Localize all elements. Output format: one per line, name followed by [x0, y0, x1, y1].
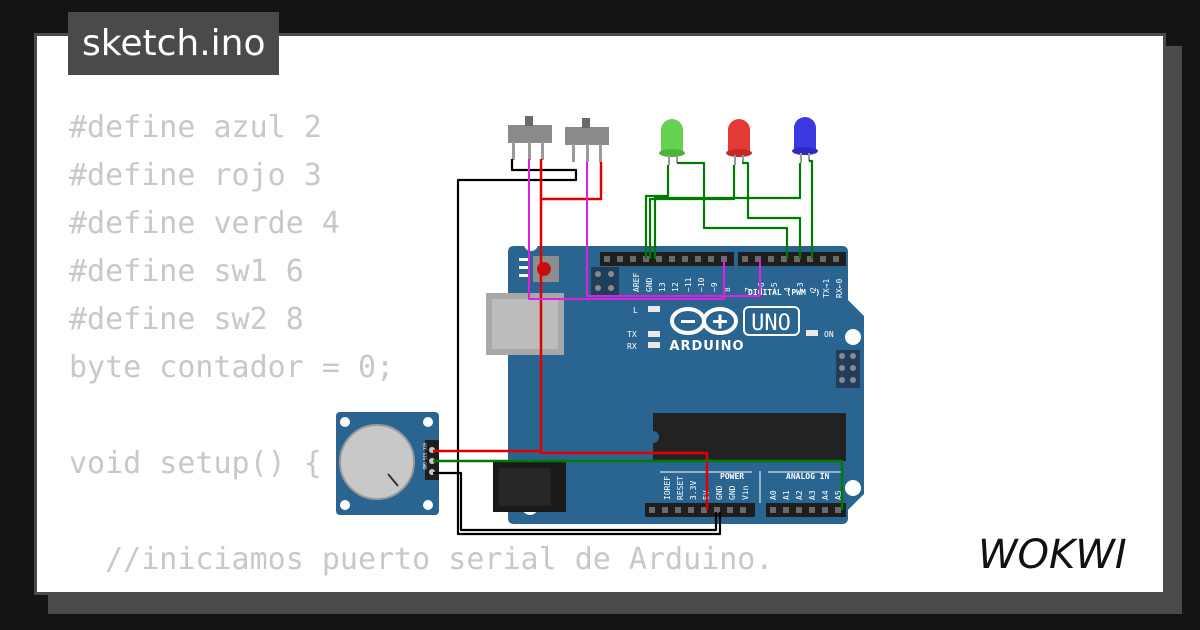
wire-red [539, 199, 709, 510]
pin-label: GND [728, 485, 737, 500]
wire-green [677, 161, 789, 259]
pin-label: 2 [809, 287, 818, 292]
code-line: #define sw2 8 [69, 302, 304, 337]
power-label: POWER [720, 472, 744, 481]
digital-label: DIGITAL (PWM ~) [748, 288, 820, 297]
led-blue[interactable] [792, 117, 818, 163]
pin-label: 8 [723, 287, 732, 292]
code-line: Serial.begin(115200); [69, 584, 773, 592]
led-label-rx: RX [627, 342, 637, 351]
wires [433, 159, 844, 536]
potentiometer[interactable]: VCC SIG GND [336, 412, 439, 515]
pin-label: 12 [671, 282, 680, 292]
wire-green [742, 161, 802, 259]
led-red[interactable] [726, 119, 752, 165]
code-line: void setup() { [69, 446, 322, 481]
pin-label: Vin [741, 485, 750, 500]
wire-green [433, 459, 844, 510]
pin-label: 3.3V [689, 481, 698, 500]
wire-red [539, 159, 603, 201]
wire-green [653, 163, 802, 259]
analog-label: ANALOG IN [786, 472, 830, 481]
pin-label: A3 [808, 490, 817, 500]
code-line: //iniciamos puerto serial de Arduino. [69, 542, 774, 577]
pin-label: IOREF [663, 476, 672, 500]
board-model: UNO [751, 311, 791, 336]
pin-label: RESET [676, 476, 685, 500]
wire-black [456, 159, 722, 536]
pin-label: ~6 [757, 282, 766, 292]
pin-label: 4 [783, 287, 792, 292]
pin-label: A5 [834, 490, 843, 500]
wire-green [809, 159, 814, 259]
digital-header-left [600, 252, 734, 266]
wire-green [644, 165, 670, 259]
pin-label: ~5 [770, 282, 779, 292]
potentiometer-pin-labels: VCC SIG GND [422, 443, 427, 470]
code-line: byte contador = 0; [69, 350, 395, 385]
analog-header [766, 503, 846, 517]
wokwi-logo: WOKWI [978, 532, 1127, 578]
wire-black [433, 471, 718, 532]
code-editor: #define azul 2 #define rojo 3 #define ve… [69, 104, 774, 592]
code-line: #define azul 2 [69, 110, 322, 145]
pin-label: RX←0 [835, 279, 844, 298]
power-header [645, 503, 755, 517]
pin-label: A0 [769, 490, 778, 500]
code-line: #define sw1 6 [69, 254, 304, 289]
board-brand: ARDUINO [669, 339, 744, 354]
wokwi-logo-text: WOKWI [978, 532, 1127, 578]
wire-magenta [586, 162, 761, 297]
code-line: #define rojo 3 [69, 158, 322, 193]
arduino-uno-board[interactable]: AREF GND 13 12 ~11 ~10 ~9 8 7 ~6 ~5 4 ~3… [486, 237, 864, 524]
pin-label: ~3 [796, 282, 805, 292]
led-label-on: ON [824, 330, 834, 339]
pin-label: AREF [632, 273, 641, 292]
pin-label: ~11 [684, 277, 693, 292]
slide-switch-1[interactable] [508, 116, 552, 160]
pin-label: GND [645, 277, 654, 292]
pin-label: A1 [782, 490, 791, 500]
slide-switch-2[interactable] [565, 118, 609, 162]
digital-header-right [738, 252, 846, 266]
potentiometer-knob[interactable] [339, 424, 415, 500]
led-green[interactable] [659, 119, 685, 165]
pin-label: ~10 [697, 277, 706, 292]
pin-label: 13 [658, 282, 667, 292]
pin-label: ~9 [710, 282, 719, 292]
sketch-tab-title[interactable]: sketch.ino [68, 12, 280, 75]
wire-green [648, 165, 736, 259]
pin-label: 7 [744, 287, 753, 292]
code-line: #define verde 4 [69, 206, 340, 241]
pin-label: A4 [821, 490, 830, 500]
wire-magenta [528, 159, 725, 300]
arduino-infinity-logo [670, 307, 738, 335]
pin-label: A2 [795, 490, 804, 500]
led-label-l: L [633, 306, 638, 315]
pin-label: TX→1 [822, 279, 831, 298]
led-label-tx: TX [627, 330, 637, 339]
pin-label: GND [715, 485, 724, 500]
